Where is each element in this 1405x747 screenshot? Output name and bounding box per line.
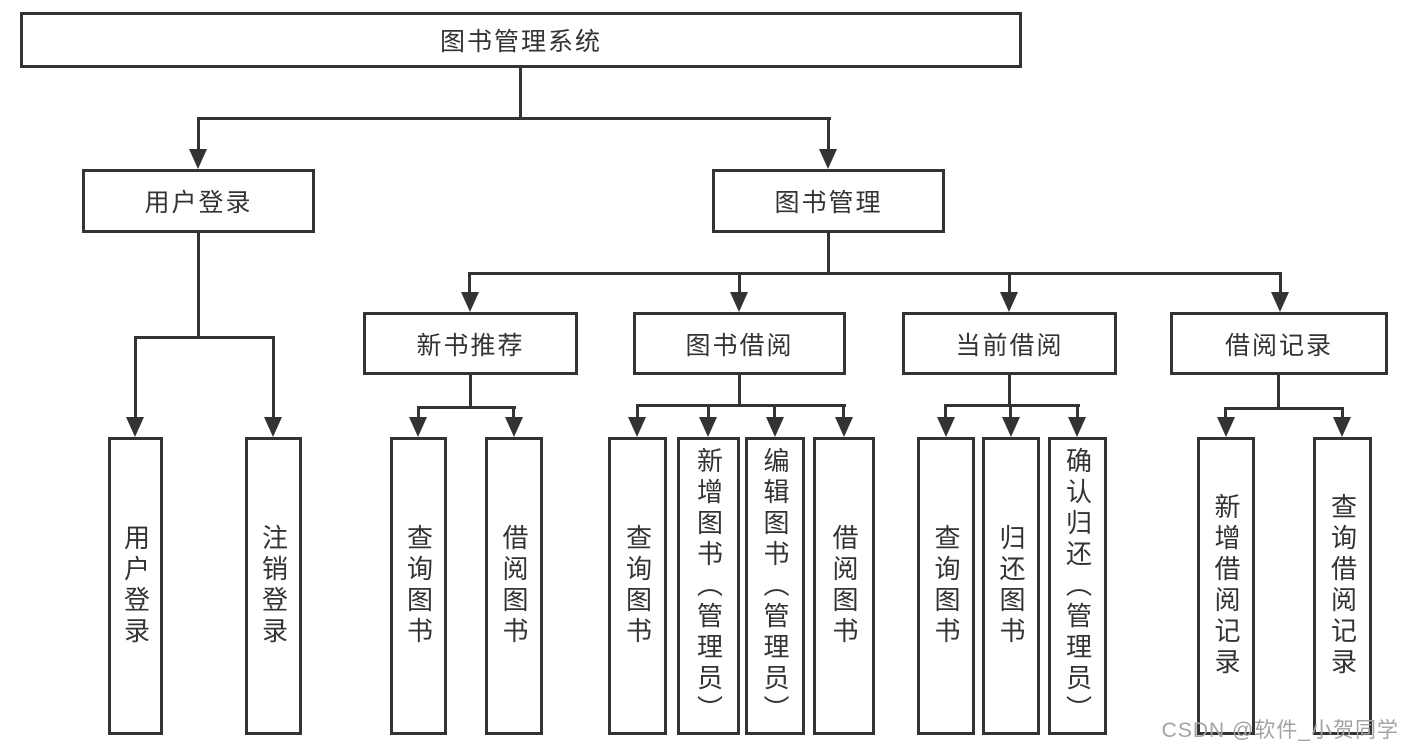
connector-line	[944, 404, 1080, 407]
arrow-down-icon	[1068, 417, 1086, 437]
node-root: 图书管理系统	[20, 12, 1022, 68]
arrow-down-icon	[835, 417, 853, 437]
arrow-down-icon	[264, 417, 282, 437]
connector-line	[469, 375, 472, 409]
leaf-user-login-label: 用户登录	[120, 524, 151, 648]
connector-line	[417, 406, 516, 409]
leaf-logout-label: 注销登录	[258, 524, 289, 648]
leaf-add-borrow-record-label: 新增借阅记录	[1211, 493, 1241, 679]
arrow-down-icon	[189, 149, 207, 169]
connector-line	[636, 404, 639, 419]
connector-line	[1224, 407, 1227, 419]
connector-line	[1008, 272, 1011, 294]
arrow-down-icon	[126, 417, 144, 437]
arrow-down-icon	[937, 417, 955, 437]
arrow-down-icon	[819, 149, 837, 169]
connector-line	[134, 336, 275, 339]
connector-line	[773, 404, 776, 419]
leaf-query-borrow-record-label: 查询借阅记录	[1327, 493, 1358, 679]
connector-line	[197, 117, 200, 151]
connector-line	[738, 272, 741, 294]
leaf-confirm-return-admin-label: 确认归还（管理员）	[1062, 446, 1093, 726]
arrow-down-icon	[1000, 292, 1018, 312]
connector-line	[1008, 375, 1011, 407]
connector-line	[512, 406, 515, 419]
connector-line	[842, 404, 845, 419]
leaf-query-books-current-label: 查询图书	[931, 524, 961, 648]
node-current-borrowing: 当前借阅	[902, 312, 1117, 375]
leaf-add-borrow-record: 新增借阅记录	[1197, 437, 1255, 735]
connector-line	[134, 336, 137, 419]
node-user-login: 用户登录	[82, 169, 315, 233]
node-new-book-recommend-label: 新书推荐	[416, 331, 525, 360]
connector-line	[1076, 404, 1079, 419]
node-borrowing-records: 借阅记录	[1170, 312, 1388, 375]
connector-line	[1277, 375, 1280, 410]
leaf-return-book: 归还图书	[982, 437, 1040, 735]
arrow-down-icon	[1217, 417, 1235, 437]
leaf-query-books-recommend: 查询图书	[390, 437, 447, 735]
leaf-borrow-books-borrowing-label: 借阅图书	[829, 524, 859, 648]
connector-line	[944, 404, 947, 419]
arrow-down-icon	[730, 292, 748, 312]
arrow-down-icon	[505, 417, 523, 437]
node-book-management-label: 图书管理	[774, 189, 883, 217]
leaf-query-books-recommend-label: 查询图书	[403, 524, 434, 648]
node-borrowing-records-label: 借阅记录	[1224, 331, 1333, 360]
connector-line	[1279, 272, 1282, 294]
node-book-management: 图书管理	[712, 169, 945, 233]
connector-line	[272, 336, 275, 419]
watermark: CSDN @软件_小贺同学	[1161, 719, 1399, 742]
leaf-query-borrow-record: 查询借阅记录	[1313, 437, 1372, 735]
leaf-user-login: 用户登录	[108, 437, 163, 735]
leaf-confirm-return-admin: 确认归还（管理员）	[1048, 437, 1107, 735]
connector-line	[468, 272, 471, 294]
leaf-add-book-admin: 新增图书（管理员）	[677, 437, 740, 735]
leaf-query-books-current: 查询图书	[917, 437, 975, 735]
leaf-return-book-label: 归还图书	[996, 524, 1026, 648]
leaf-borrow-books-recommend: 借阅图书	[485, 437, 543, 735]
connector-line	[197, 117, 831, 120]
arrow-down-icon	[409, 417, 427, 437]
arrow-down-icon	[1002, 417, 1020, 437]
arrow-down-icon	[461, 292, 479, 312]
node-book-borrowing-label: 图书借阅	[685, 331, 794, 360]
connector-line	[827, 117, 830, 151]
connector-line	[519, 68, 522, 120]
arrow-down-icon	[766, 417, 784, 437]
leaf-query-books-borrowing-label: 查询图书	[622, 524, 653, 648]
connector-line	[738, 375, 741, 407]
node-user-login-label: 用户登录	[144, 189, 253, 217]
node-current-borrowing-label: 当前借阅	[955, 331, 1064, 360]
node-root-label: 图书管理系统	[439, 28, 602, 56]
leaf-borrow-books-borrowing: 借阅图书	[813, 437, 875, 735]
connector-line	[197, 233, 200, 339]
connector-line	[707, 404, 710, 419]
leaf-edit-book-admin-label: 编辑图书（管理员）	[760, 446, 790, 726]
arrow-down-icon	[699, 417, 717, 437]
connector-line	[417, 406, 420, 419]
node-new-book-recommend: 新书推荐	[363, 312, 578, 375]
leaf-edit-book-admin: 编辑图书（管理员）	[745, 437, 805, 735]
leaf-query-books-borrowing: 查询图书	[608, 437, 667, 735]
leaf-borrow-books-recommend-label: 借阅图书	[499, 524, 529, 648]
connector-line	[468, 272, 1282, 275]
connector-line	[1224, 407, 1344, 410]
connector-line	[827, 233, 830, 275]
node-book-borrowing: 图书借阅	[633, 312, 846, 375]
connector-line	[636, 404, 846, 407]
arrow-down-icon	[1333, 417, 1351, 437]
connector-line	[1341, 407, 1344, 419]
arrow-down-icon	[1271, 292, 1289, 312]
leaf-add-book-admin-label: 新增图书（管理员）	[693, 446, 724, 726]
connector-line	[1009, 404, 1012, 419]
arrow-down-icon	[628, 417, 646, 437]
leaf-logout: 注销登录	[245, 437, 302, 735]
